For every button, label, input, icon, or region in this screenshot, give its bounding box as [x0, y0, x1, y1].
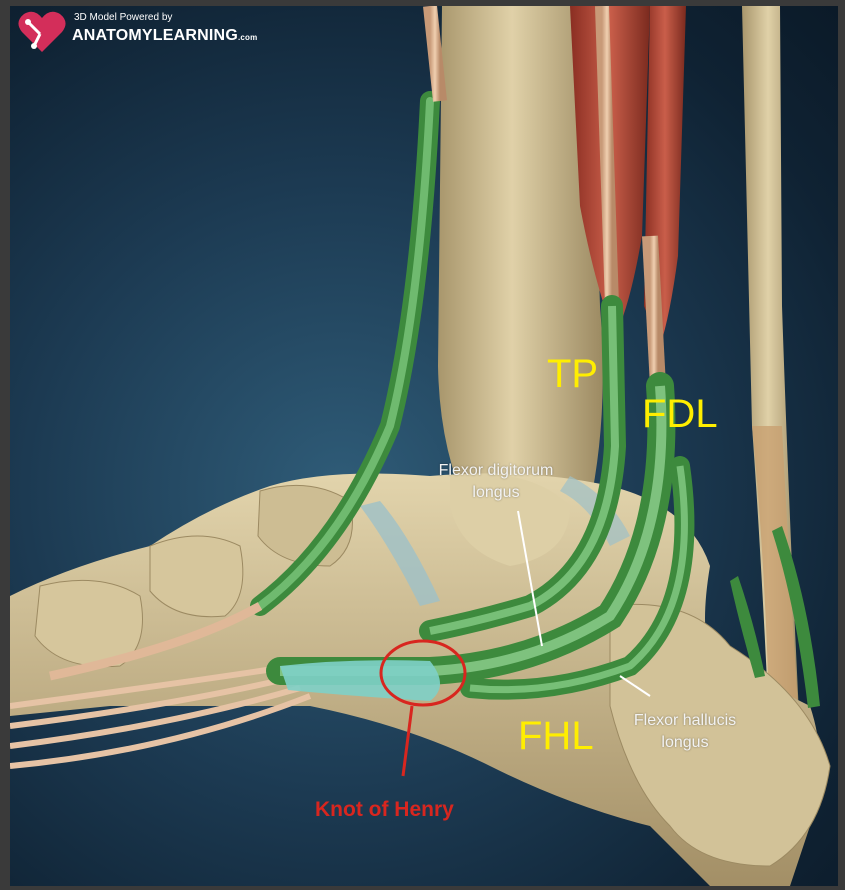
logo-tagline: 3D Model Powered by	[74, 12, 172, 23]
anatomy-image: 3D Model Powered by ANATOMYLEARNING.com …	[10, 6, 838, 886]
label-tp: TP	[547, 354, 598, 394]
label-knot-of-henry: Knot of Henry	[315, 798, 454, 822]
fdl-name-line1: Flexor digitorum	[416, 460, 576, 482]
fhl-name-line2: longus	[615, 732, 755, 754]
label-fdl: FDL	[642, 394, 718, 434]
label-flexor-digitorum-longus: Flexor digitorum longus	[416, 460, 576, 503]
fdl-tendon	[650, 236, 658, 386]
logo-brand: ANATOMYLEARNING.com	[72, 27, 257, 45]
heart-anatomy-icon	[16, 8, 68, 56]
logo-brand-suffix: .com	[238, 33, 257, 42]
label-flexor-hallucis-longus: Flexor hallucis longus	[615, 710, 755, 753]
anatomylearning-logo: 3D Model Powered by ANATOMYLEARNING.com	[16, 8, 68, 61]
fdl-name-line2: longus	[416, 482, 576, 504]
tp-tendon	[602, 6, 612, 306]
fhl-name-line1: Flexor hallucis	[615, 710, 755, 732]
extensor-tendon	[430, 6, 440, 101]
logo-brand-name: ANATOMYLEARNING	[72, 27, 238, 44]
foot-ankle-illustration	[10, 6, 838, 886]
label-fhl: FHL	[518, 716, 594, 756]
